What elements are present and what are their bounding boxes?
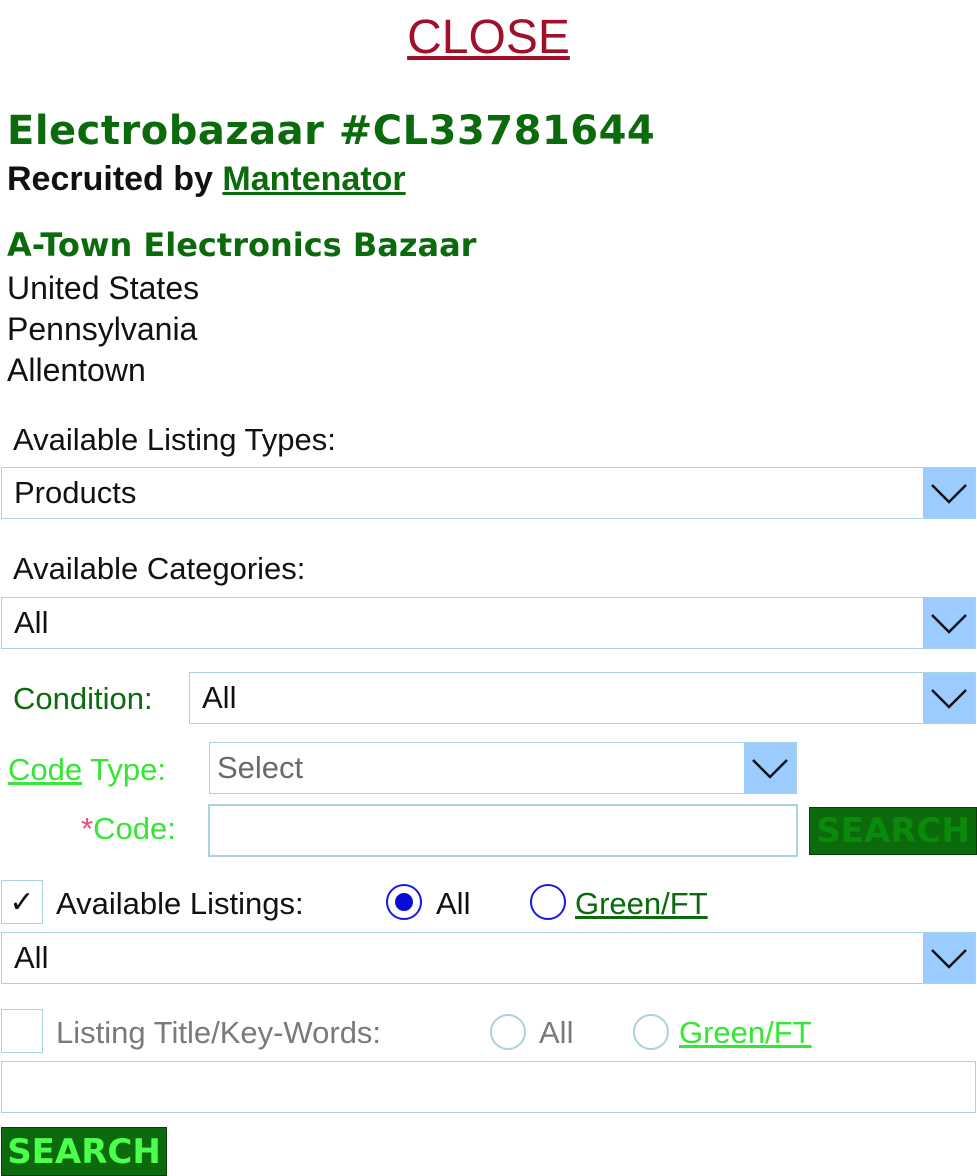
address-city: Allentown bbox=[7, 352, 146, 388]
chevron-down-icon[interactable] bbox=[923, 933, 975, 983]
required-asterisk: * bbox=[81, 811, 94, 846]
keywords-radio-green-link[interactable]: Green/FT bbox=[679, 1015, 812, 1050]
keywords-radio-all-label: All bbox=[539, 1015, 574, 1050]
code-type-value: Select bbox=[217, 750, 304, 785]
search-button[interactable]: SEARCH bbox=[1, 1127, 167, 1176]
recruited-prefix: Recruited by bbox=[7, 160, 213, 198]
keywords-radio-green[interactable] bbox=[633, 1014, 669, 1050]
address-country: United States bbox=[7, 270, 200, 306]
categories-label: Available Categories: bbox=[13, 551, 306, 586]
code-label: *Code: bbox=[81, 811, 176, 847]
code-label-text: Code: bbox=[93, 811, 176, 846]
chevron-down-icon[interactable] bbox=[923, 673, 975, 723]
keywords-radio-all[interactable] bbox=[490, 1014, 526, 1050]
code-type-label: Code Type: bbox=[8, 752, 166, 788]
available-listings-radio-all-label: All bbox=[436, 886, 471, 921]
keywords-checkbox[interactable] bbox=[1, 1009, 43, 1053]
listing-types-value: Products bbox=[14, 475, 137, 510]
available-listings-radio-green[interactable] bbox=[530, 884, 566, 920]
keywords-label: Listing Title/Key-Words: bbox=[56, 1015, 382, 1050]
available-listings-radio-green-link[interactable]: Green/FT bbox=[575, 886, 708, 921]
available-listings-select[interactable]: All bbox=[1, 932, 976, 984]
chevron-down-icon[interactable] bbox=[923, 468, 975, 518]
close-link[interactable]: CLOSE bbox=[407, 11, 570, 64]
condition-label: Condition: bbox=[13, 681, 153, 716]
condition-select[interactable]: All bbox=[189, 672, 976, 724]
business-name: A-Town Electronics Bazaar bbox=[7, 226, 477, 264]
available-listings-radio-all[interactable] bbox=[386, 884, 422, 920]
recruiter-link[interactable]: Mantenator bbox=[222, 160, 406, 198]
categories-select[interactable]: All bbox=[1, 597, 976, 649]
code-search-button[interactable]: SEARCH bbox=[809, 807, 977, 855]
listing-types-label: Available Listing Types: bbox=[13, 422, 336, 457]
chevron-down-icon[interactable] bbox=[923, 598, 975, 648]
available-listings-checkbox[interactable]: ✓ bbox=[1, 880, 43, 924]
categories-value: All bbox=[14, 605, 49, 640]
available-listings-label: Available Listings: bbox=[56, 886, 304, 921]
store-title: Electrobazaar #CL33781644 bbox=[7, 108, 656, 154]
code-type-link[interactable]: Code bbox=[8, 752, 83, 787]
code-input[interactable] bbox=[208, 804, 798, 857]
address-state: Pennsylvania bbox=[7, 311, 198, 347]
available-listings-value: All bbox=[14, 940, 49, 975]
listing-types-select[interactable]: Products bbox=[1, 467, 976, 519]
code-type-select[interactable]: Select bbox=[209, 742, 797, 794]
condition-value: All bbox=[202, 680, 237, 715]
keywords-input[interactable] bbox=[1, 1061, 976, 1113]
chevron-down-icon[interactable] bbox=[744, 743, 796, 793]
code-type-label-text: Type: bbox=[90, 752, 166, 787]
recruited-by-line: Recruited by Mantenator bbox=[7, 160, 406, 199]
